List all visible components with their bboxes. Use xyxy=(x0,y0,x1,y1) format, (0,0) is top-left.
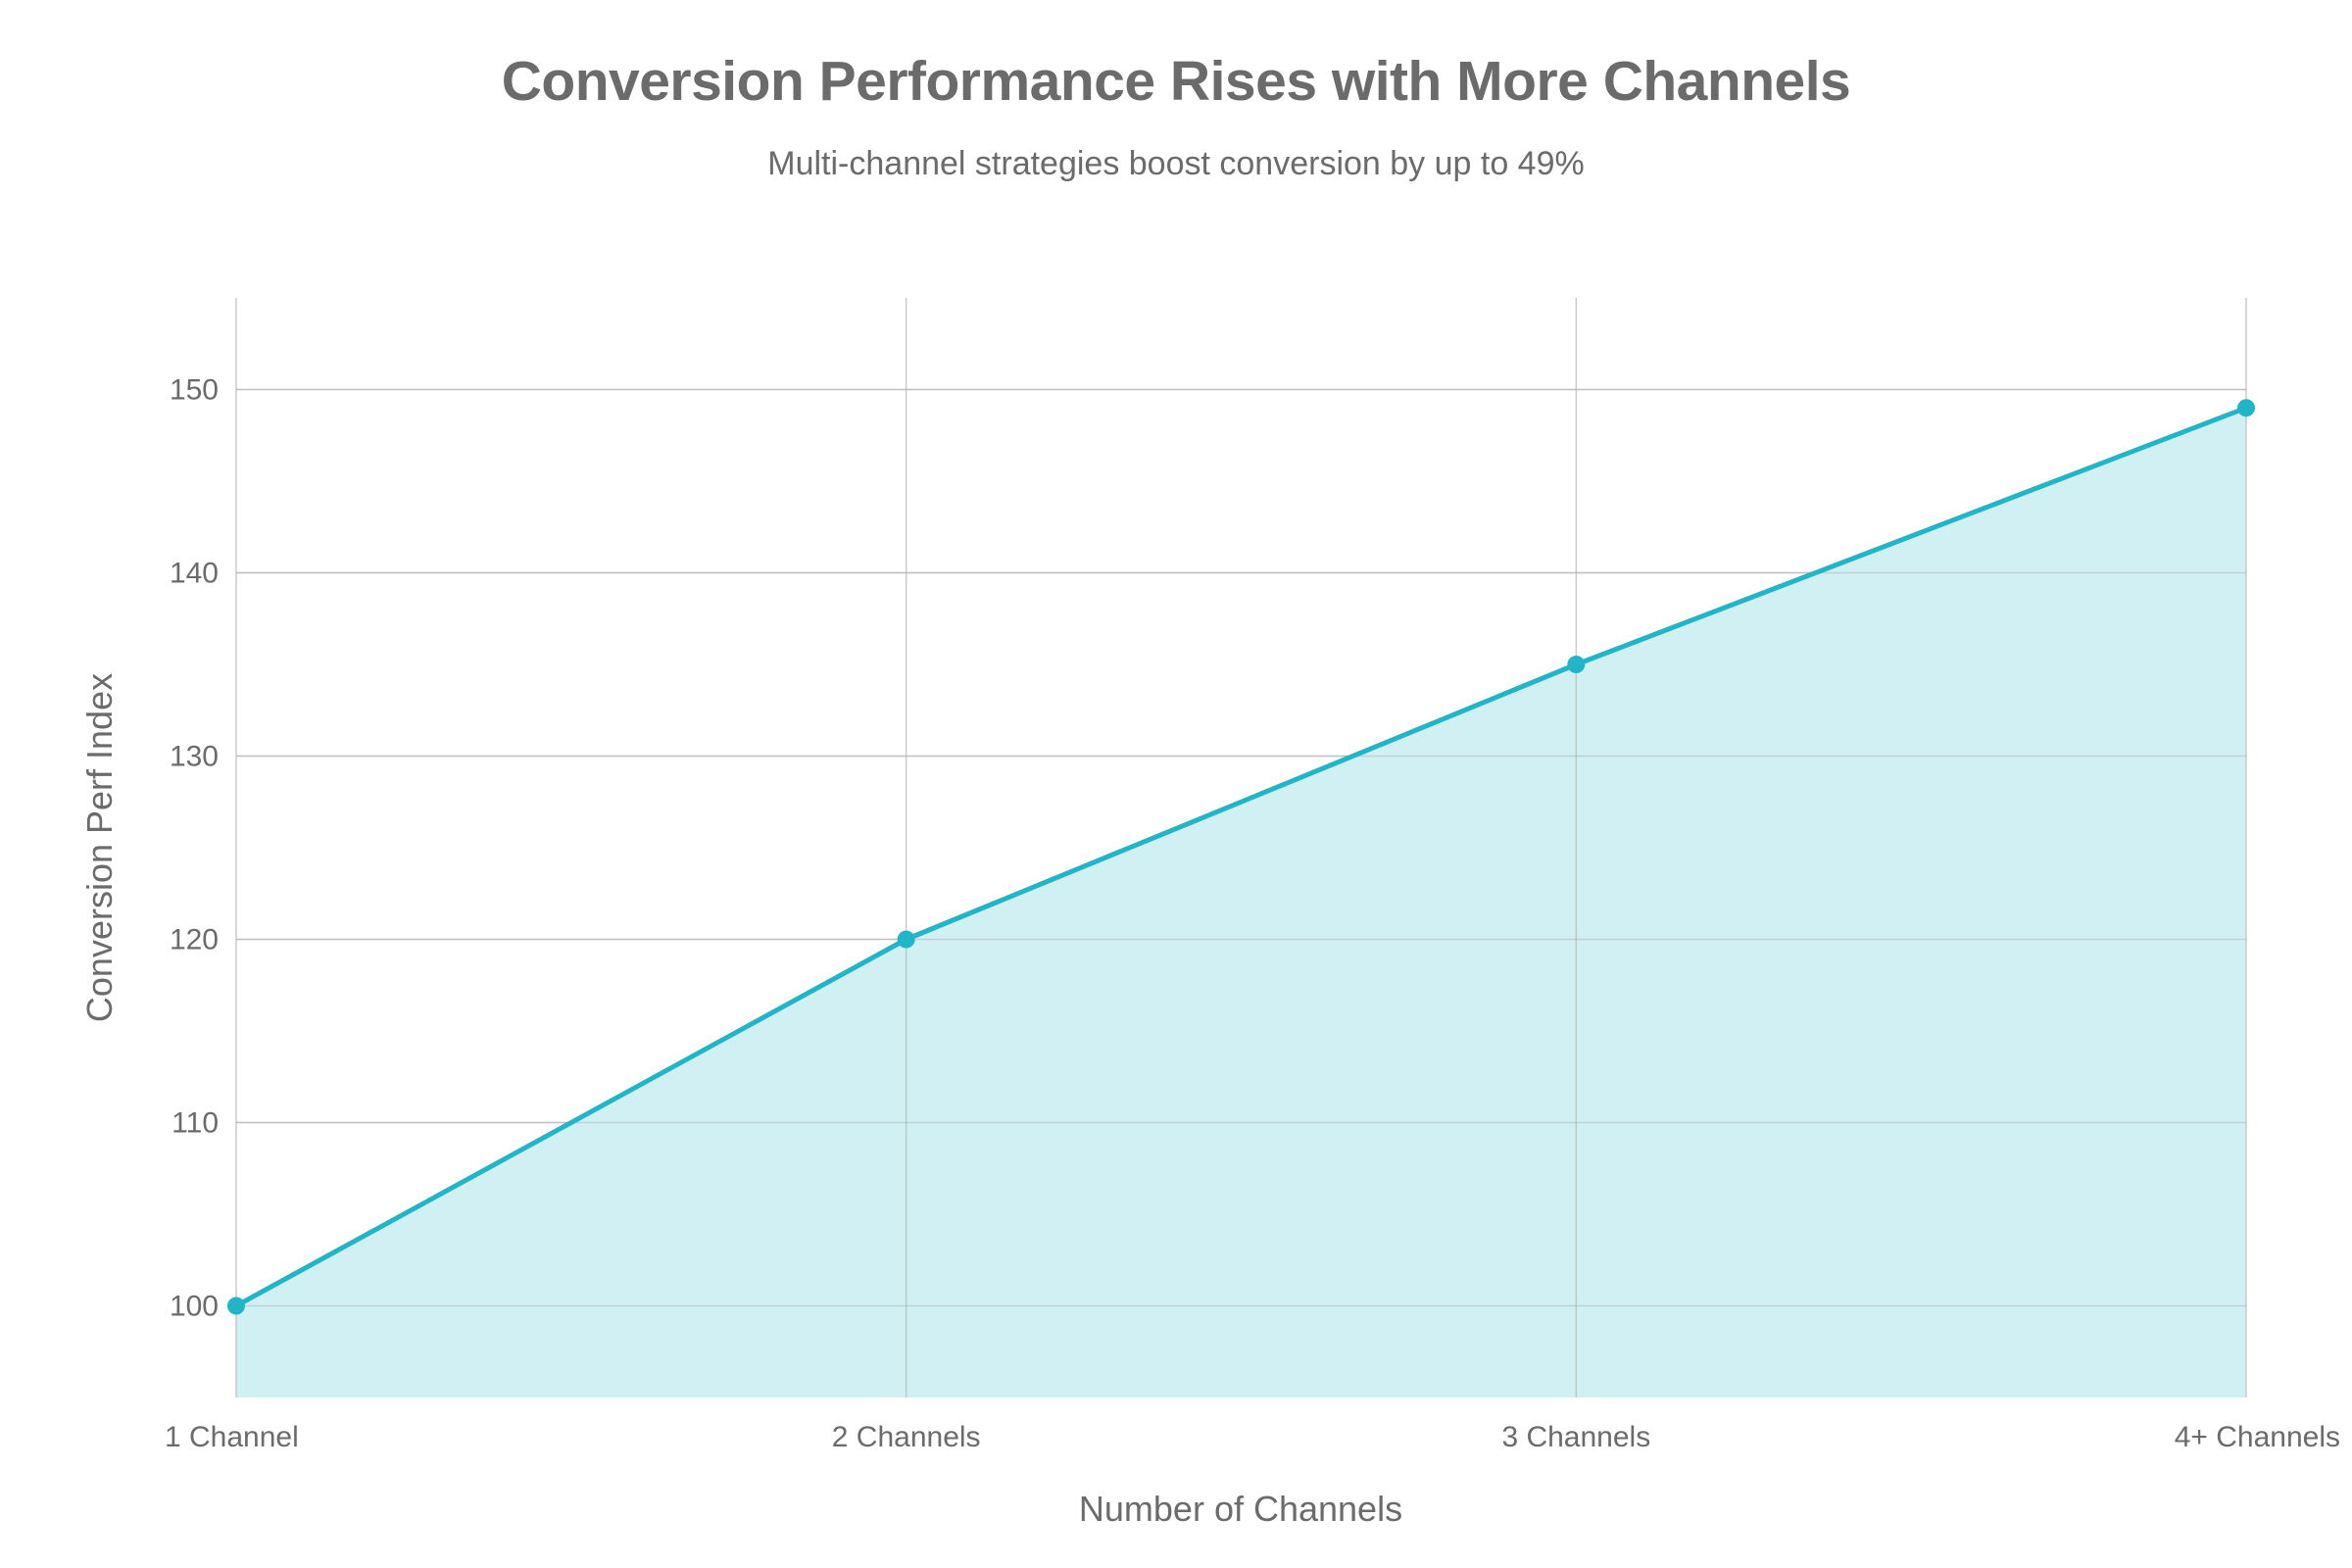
y-tick-label: 140 xyxy=(170,558,219,590)
chart-subtitle: Multi-channel strategies boost conversio… xyxy=(767,145,1585,182)
data-point xyxy=(2237,399,2255,417)
vertical-grid-lines xyxy=(235,298,2247,1397)
x-tick-label: 2 Channels xyxy=(832,1421,981,1453)
y-tick-label: 110 xyxy=(172,1107,219,1140)
y-tick-label: 120 xyxy=(170,924,219,956)
y-tick-label: 100 xyxy=(170,1291,219,1323)
series-line xyxy=(234,405,2247,1308)
data-points xyxy=(227,399,2255,1315)
data-point xyxy=(1567,656,1586,673)
y-tick-label: 130 xyxy=(170,741,219,773)
y-axis-title: Conversion Perf Index xyxy=(79,673,120,1022)
x-tick-label: 3 Channels xyxy=(1501,1421,1650,1453)
x-axis-title: Number of Channels xyxy=(1079,1489,1402,1529)
y-tick-label: 150 xyxy=(170,374,219,407)
x-tick-labels: 1 Channel 2 Channels 3 Channels 4+ Channels xyxy=(165,1421,2340,1453)
x-tick-label: 4+ Channels xyxy=(2175,1421,2340,1453)
y-tick-labels: 100 110 120 130 140 150 xyxy=(170,374,219,1323)
chart-title: Conversion Performance Rises with More C… xyxy=(501,50,1851,113)
area-fill xyxy=(236,408,2246,1397)
x-tick-label: 1 Channel xyxy=(165,1421,299,1453)
data-point xyxy=(227,1297,245,1315)
data-point xyxy=(897,930,915,949)
